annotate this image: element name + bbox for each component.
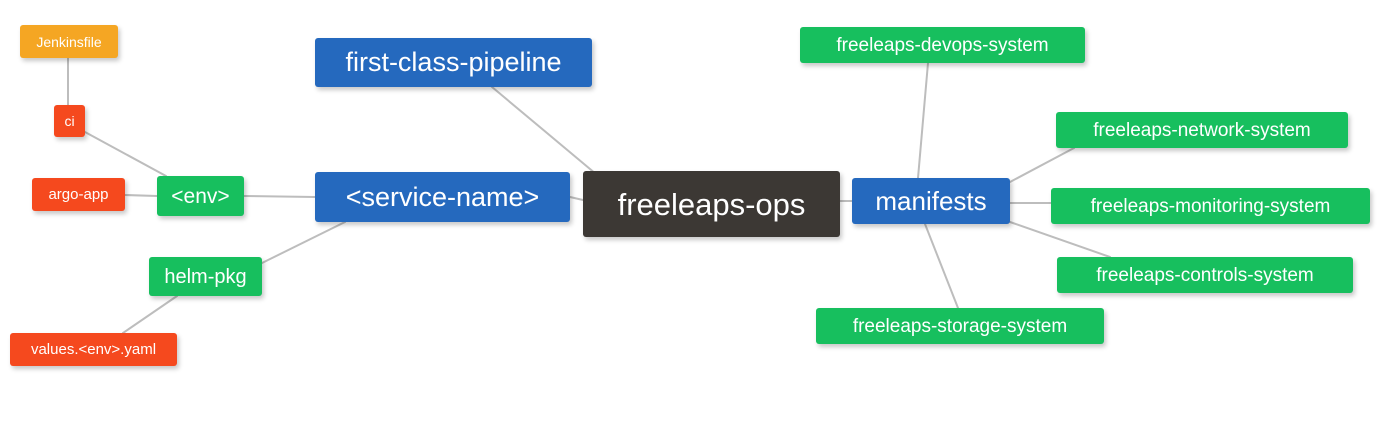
mindmap-edge-manifests-to-freeleaps-network-system — [1009, 147, 1075, 183]
mindmap-edge-service-name-to-env — [243, 195, 316, 198]
mindmap-node-label-freeleaps-monitoring-system: freeleaps-monitoring-system — [1090, 195, 1331, 217]
mindmap-node-env[interactable]: <env> — [157, 176, 244, 216]
mindmap-node-manifests[interactable]: manifests — [852, 178, 1010, 224]
mindmap-node-label-argo-app: argo-app — [48, 186, 109, 203]
mindmap-node-label-freeleaps-devops-system: freeleaps-devops-system — [836, 34, 1049, 56]
mindmap-edge-manifests-to-freeleaps-controls-system — [1009, 221, 1111, 258]
mindmap-edge-helm-pkg-to-values-yaml — [122, 295, 178, 334]
mindmap-node-jenkinsfile[interactable]: Jenkinsfile — [20, 25, 118, 58]
mindmap-edge-manifests-to-freeleaps-devops-system — [917, 62, 929, 179]
mindmap-node-values-yaml[interactable]: values.<env>.yaml — [10, 333, 177, 366]
mindmap-node-ci[interactable]: ci — [54, 105, 85, 137]
mindmap-node-freeleaps-controls-system[interactable]: freeleaps-controls-system — [1057, 257, 1353, 293]
mindmap-node-label-jenkinsfile: Jenkinsfile — [36, 33, 102, 50]
mindmap-node-label-freeleaps-network-system: freeleaps-network-system — [1093, 119, 1311, 141]
mindmap-edge-service-name-to-helm-pkg — [261, 221, 346, 264]
mindmap-node-label-env: <env> — [171, 184, 230, 208]
mindmap-edge-freeleaps-ops-to-service-name — [569, 196, 584, 201]
mindmap-edge-env-to-argo-app — [124, 194, 158, 197]
mindmap-node-label-values-yaml: values.<env>.yaml — [30, 341, 157, 358]
mindmap-node-freeleaps-ops[interactable]: freeleaps-ops — [583, 171, 840, 237]
mindmap-edge-freeleaps-ops-to-first-class-pipeline — [491, 86, 597, 175]
mindmap-node-label-freeleaps-storage-system: freeleaps-storage-system — [852, 315, 1068, 337]
mindmap-node-label-freeleaps-ops: freeleaps-ops — [617, 186, 806, 222]
mindmap-node-label-service-name: <service-name> — [345, 181, 540, 212]
mindmap-node-label-freeleaps-controls-system: freeleaps-controls-system — [1096, 264, 1314, 286]
mindmap-node-freeleaps-monitoring-system[interactable]: freeleaps-monitoring-system — [1051, 188, 1370, 224]
mindmap-node-label-first-class-pipeline: first-class-pipeline — [345, 47, 562, 77]
mindmap-node-first-class-pipeline[interactable]: first-class-pipeline — [315, 38, 592, 87]
mindmap-node-service-name[interactable]: <service-name> — [315, 172, 570, 222]
mindmap-edge-env-to-ci — [84, 131, 167, 177]
mindmap-node-freeleaps-devops-system[interactable]: freeleaps-devops-system — [800, 27, 1085, 63]
mindmap-node-argo-app[interactable]: argo-app — [32, 178, 125, 211]
mindmap-node-freeleaps-storage-system[interactable]: freeleaps-storage-system — [816, 308, 1104, 344]
mindmap-node-freeleaps-network-system[interactable]: freeleaps-network-system — [1056, 112, 1348, 148]
mindmap-node-label-helm-pkg: helm-pkg — [164, 265, 247, 288]
mindmap-node-helm-pkg[interactable]: helm-pkg — [149, 257, 262, 296]
mindmap-node-label-manifests: manifests — [875, 186, 987, 216]
mindmap-edge-manifests-to-freeleaps-storage-system — [924, 223, 959, 309]
mindmap-node-label-ci: ci — [64, 113, 75, 129]
